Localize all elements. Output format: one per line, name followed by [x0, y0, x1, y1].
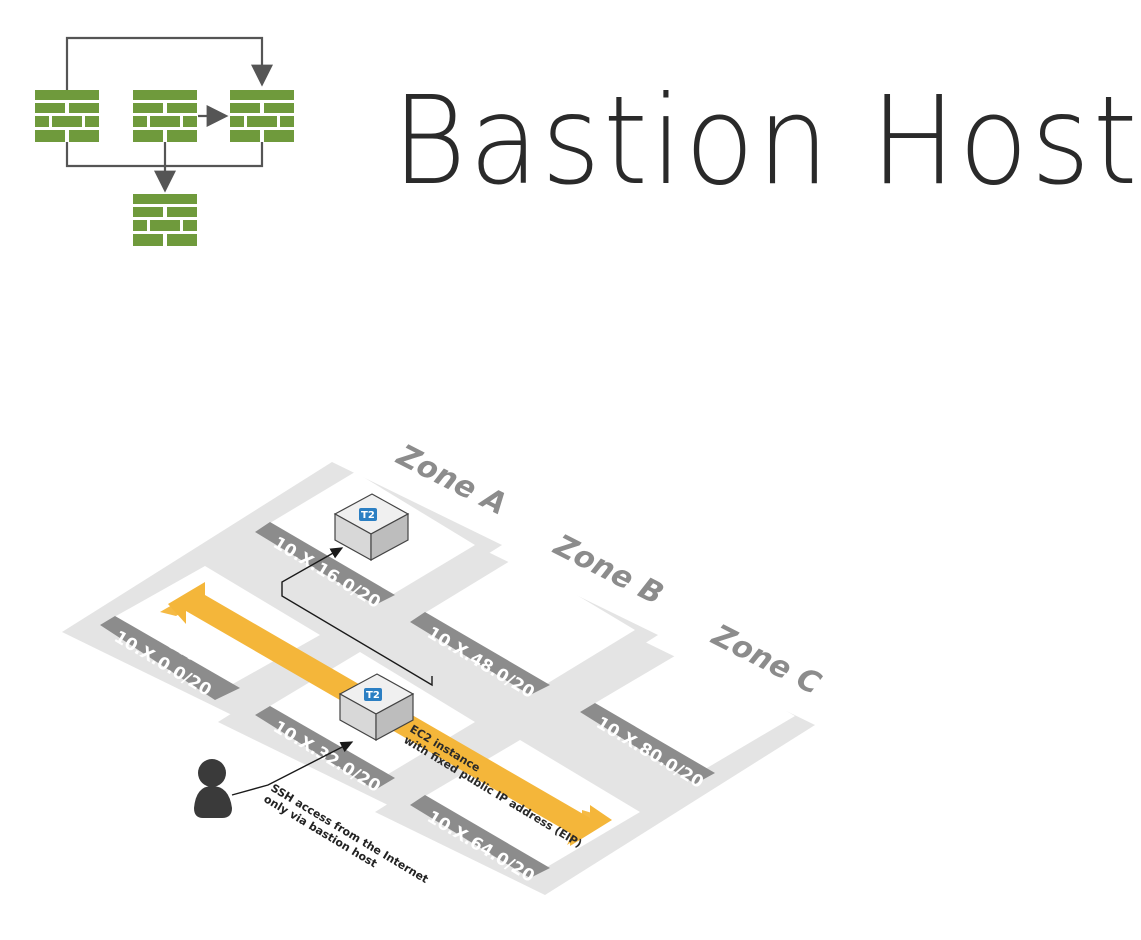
user-icon — [194, 759, 232, 818]
ec2-chip-icon — [364, 688, 382, 701]
ssh-note-line2: only via bastion host — [261, 792, 379, 870]
ec2-chip-icon — [359, 508, 377, 521]
instance-type: T2 — [361, 510, 375, 521]
firewall-network-icon — [35, 36, 294, 246]
private-ec2-instance: T2 — [333, 493, 410, 562]
instance-type: T2 — [366, 690, 380, 701]
bastion-to-private-line — [281, 547, 433, 687]
page-title: Bastion Host — [392, 70, 1141, 212]
bastion-ec2-instance: T2 — [338, 673, 415, 742]
ssh-access-line — [231, 741, 354, 796]
